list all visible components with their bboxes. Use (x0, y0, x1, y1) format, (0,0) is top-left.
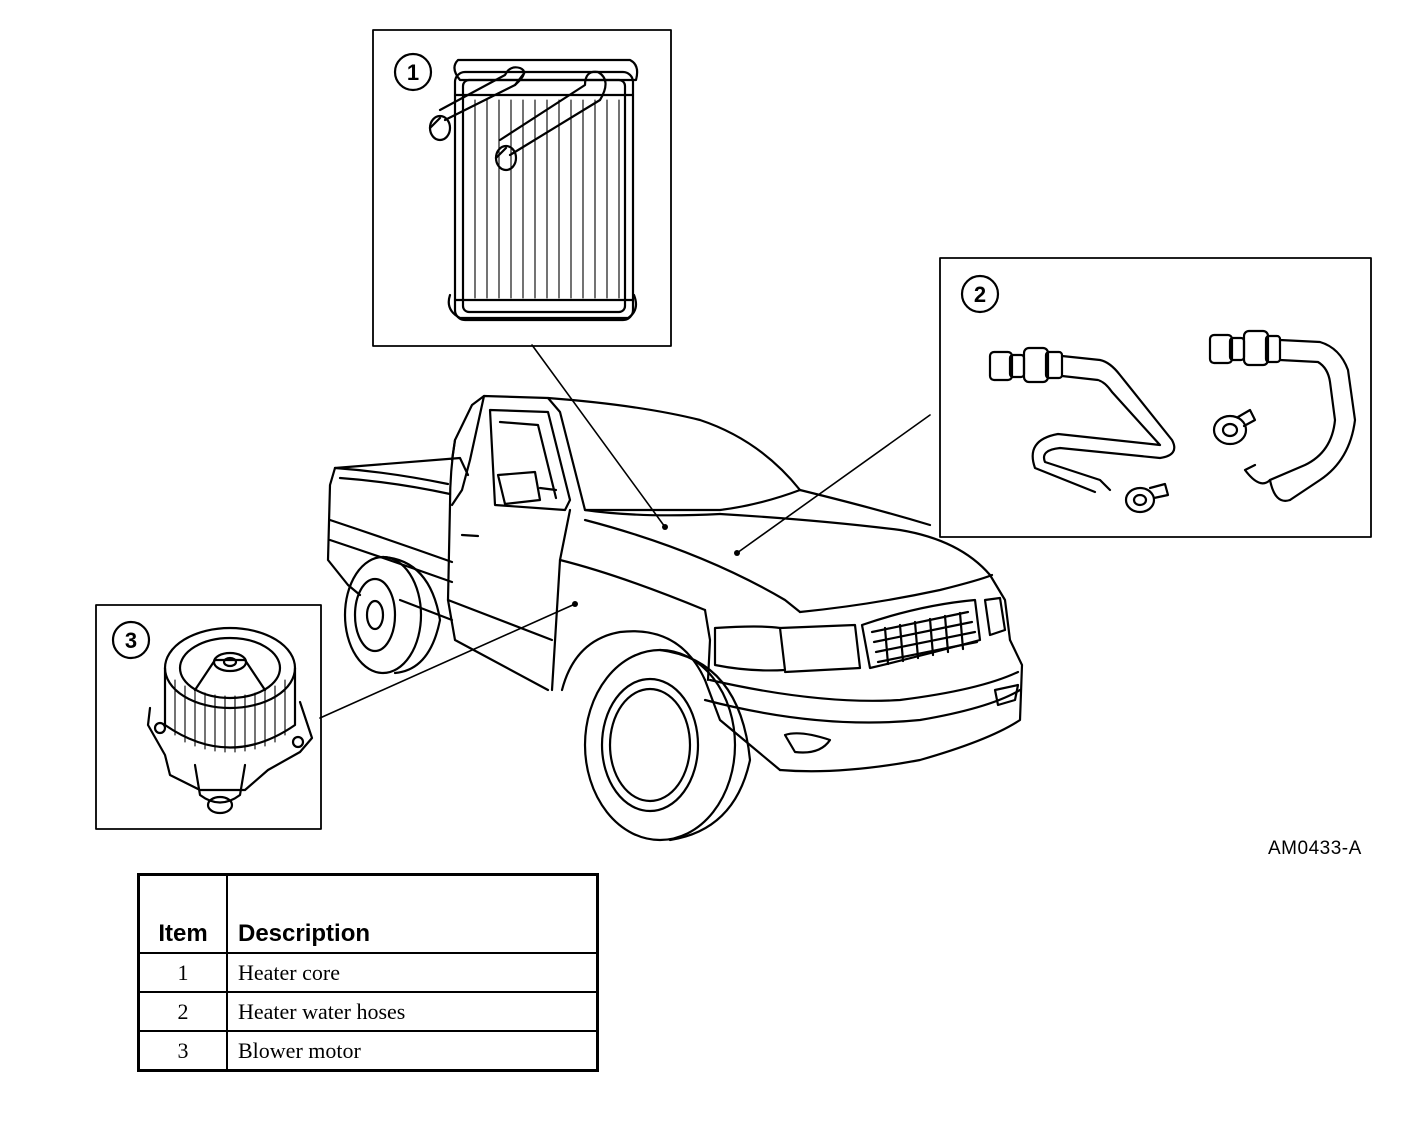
figure-id: AM0433-A (1268, 838, 1362, 859)
callout-circles (111, 52, 1000, 660)
legend-header-item: Item (137, 873, 228, 954)
legend-header-row: Item Description (137, 873, 599, 954)
legend-item-description: Heater core (226, 952, 599, 993)
legend-item-description: Heater water hoses (226, 991, 599, 1032)
legend-row: 1 Heater core (137, 952, 599, 993)
legend-item-number: 1 (137, 952, 228, 993)
legend-item-description: Blower motor (226, 1030, 599, 1072)
leader-lines (319, 344, 931, 719)
legend-item-number: 3 (137, 1030, 228, 1072)
legend-item-number: 2 (137, 991, 228, 1032)
callout-1-number: 1 (407, 60, 419, 85)
heater-core-inset (372, 29, 672, 347)
blower-motor-inset (95, 604, 322, 830)
callout-2-number: 2 (974, 282, 986, 307)
legend-header-description: Description (226, 873, 599, 954)
legend-row: 2 Heater water hoses (137, 991, 599, 1032)
heater-water-hoses-inset (939, 257, 1372, 538)
callout-3-number: 3 (125, 628, 137, 653)
legend-table: Item Description 1 Heater core 2 Heater … (137, 873, 599, 1072)
pickup-truck-illustration (326, 394, 1024, 842)
legend-row: 3 Blower motor (137, 1030, 599, 1072)
